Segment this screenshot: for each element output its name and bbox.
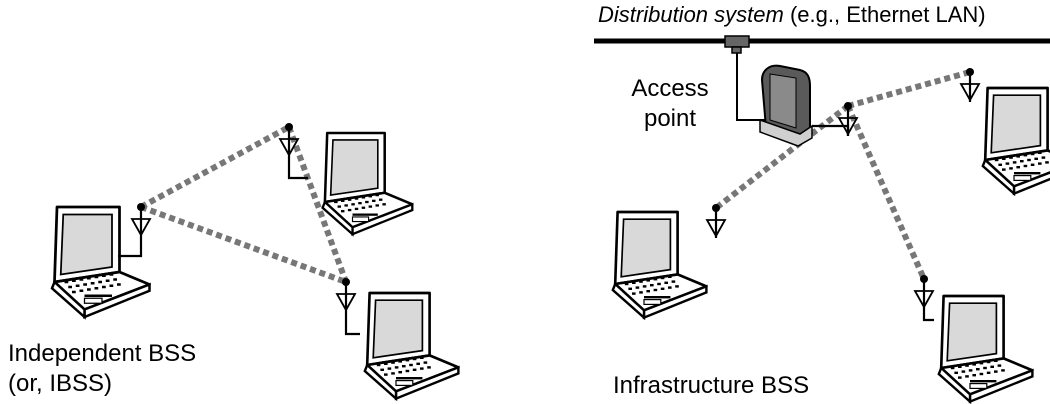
bus-connector-icon	[724, 35, 750, 54]
ibss-laptop-left	[50, 201, 152, 319]
access-point-antenna-icon	[812, 100, 859, 138]
distribution-system-title: Distribution system (e.g., Ethernet LAN)	[598, 2, 986, 28]
access-point-label-line1: Access	[631, 75, 709, 102]
ibss-antenna-bottom	[335, 276, 360, 336]
ibss-caption-line2: (or, IBSS)	[8, 370, 113, 397]
ibss-laptop-bottom	[335, 276, 460, 400]
infra-laptop-top-right	[959, 66, 1050, 195]
access-point-label-line2: point	[643, 105, 697, 132]
infra-laptop-left	[611, 202, 727, 319]
ibss-antenna-left	[118, 201, 152, 258]
infrastructure-bss-caption: Infrastructure BSS	[613, 372, 810, 399]
infra-wireless-links	[714, 69, 971, 281]
infra-link-ap-right	[847, 69, 971, 109]
infra-antenna-bottom	[913, 273, 935, 322]
ibss-antenna-top	[278, 121, 308, 180]
ibss-link-b-c	[286, 125, 349, 284]
distribution-system-example: (e.g., Ethernet LAN)	[783, 2, 986, 27]
ibss-link-a-c	[139, 204, 348, 285]
infra-link-ap-bottom	[845, 104, 927, 281]
ap-uplink-cable	[736, 53, 768, 121]
infra-antenna-left	[705, 202, 727, 240]
ibss-laptop-top	[278, 121, 414, 236]
ibss-caption-line1: Independent BSS	[8, 340, 197, 367]
ibss-caption: Independent BSS (or, IBSS)	[8, 339, 196, 399]
access-point-label: Access point	[626, 74, 714, 134]
infra-link-ap-left	[714, 103, 850, 211]
ibss-wireless-links	[139, 124, 349, 285]
ibss-link-a-b	[139, 124, 291, 210]
distribution-system-italic: Distribution system	[598, 2, 784, 27]
infra-laptop-bottom	[913, 273, 1034, 403]
access-point-icon	[759, 64, 859, 147]
